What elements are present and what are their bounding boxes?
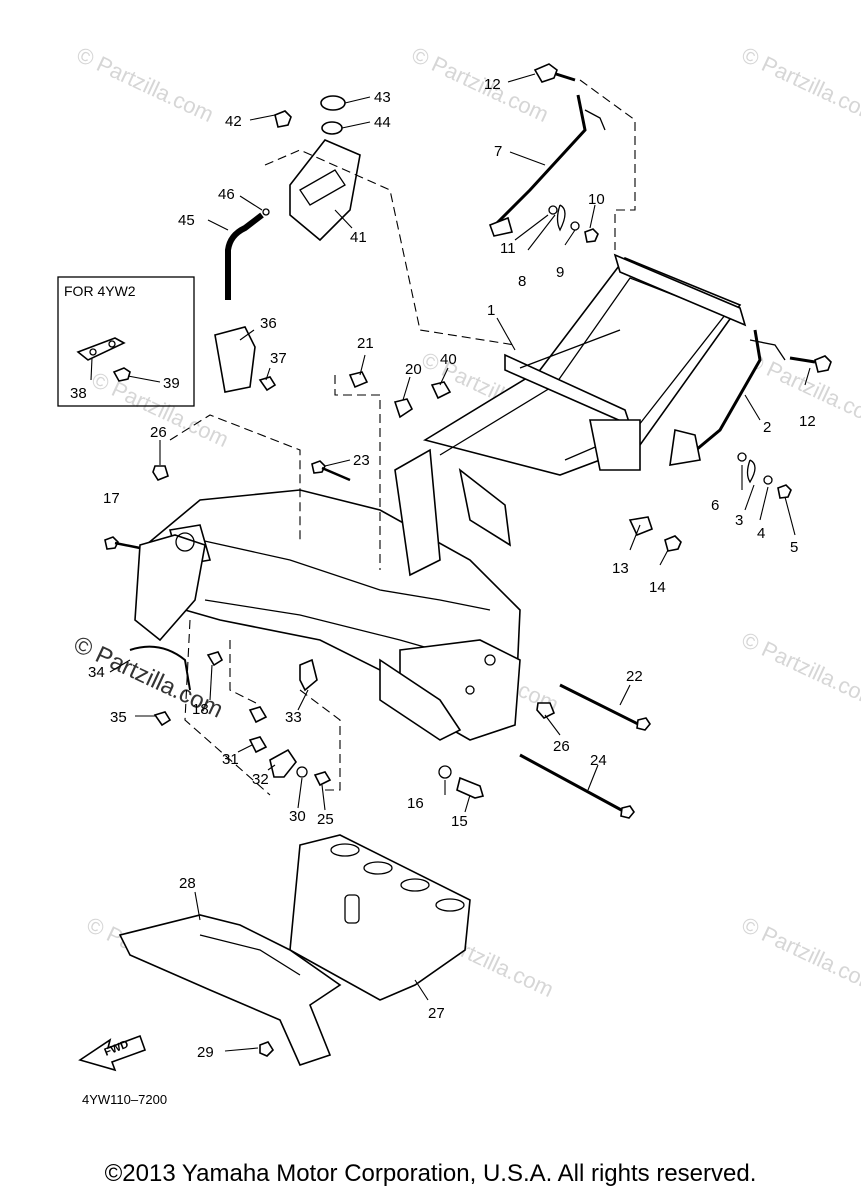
callout-18: 18 (192, 701, 209, 718)
callout-26a: 26 (150, 424, 167, 441)
callout-6: 6 (711, 497, 719, 514)
drawing-code: 4YW110–7200 (82, 1092, 167, 1107)
callout-32: 32 (252, 771, 269, 788)
callout-7: 7 (494, 143, 502, 160)
watermark-symbol: © (408, 42, 433, 72)
assembly-lines (169, 79, 636, 796)
callout-38: 38 (70, 385, 87, 402)
callout-15: 15 (451, 813, 468, 830)
callout-25: 25 (317, 811, 334, 828)
callout-42: 42 (225, 113, 242, 130)
watermark-symbol-dark: © (69, 631, 97, 663)
long-bolt-22 (559, 683, 641, 727)
stay-7 (490, 94, 587, 230)
bolt-39 (112, 367, 131, 382)
rear-stays (488, 94, 786, 466)
watermark-text: Partzilla.com (758, 921, 861, 997)
callout-12b: 12 (799, 413, 816, 430)
callout-24: 24 (590, 752, 607, 769)
callout-45: 45 (178, 212, 195, 229)
callout-27: 27 (428, 1005, 445, 1022)
callout-35: 35 (110, 709, 127, 726)
watermark-text: Partzilla.com (758, 636, 861, 712)
callout-41: 41 (350, 229, 367, 246)
callout-31: 31 (222, 751, 239, 768)
callout-11: 11 (500, 240, 516, 257)
leader-lines (90, 73, 811, 1052)
callout-28: 28 (179, 875, 196, 892)
callout-33: 33 (285, 709, 302, 726)
watermark-symbol: © (738, 912, 763, 942)
watermark-text: Partzilla.com (93, 51, 218, 127)
watermark-text: Partzilla.com (758, 51, 861, 127)
reservoir-41 (225, 95, 361, 300)
watermark-symbol: © (738, 627, 763, 657)
callout-5: 5 (790, 539, 798, 556)
callout-17: 17 (103, 490, 120, 507)
callout-40: 40 (440, 351, 457, 368)
copyright-notice: ©2013 Yamaha Motor Corporation, U.S.A. A… (104, 1160, 757, 1187)
callout-4: 4 (757, 525, 765, 542)
callout-21: 21 (357, 335, 374, 352)
callout-30: 30 (289, 808, 306, 825)
fwd-arrow-icon: FWD (78, 1034, 147, 1072)
callout-13: 13 (612, 560, 629, 577)
callout-23: 23 (353, 452, 370, 469)
main-frame (134, 253, 747, 741)
variant-label: FOR 4YW2 (64, 283, 136, 299)
callout-39: 39 (163, 375, 180, 392)
callout-29: 29 (197, 1044, 214, 1061)
callout-36: 36 (260, 315, 277, 332)
plate-38 (76, 337, 126, 361)
callout-3: 3 (735, 512, 743, 529)
callout-10: 10 (588, 191, 605, 208)
callout-22: 22 (626, 668, 643, 685)
callout-37: 37 (270, 350, 287, 367)
callout-16: 16 (407, 795, 424, 812)
long-bolt-24 (519, 753, 626, 814)
callout-2: 2 (763, 419, 771, 436)
callout-8: 8 (518, 273, 526, 290)
stay-2 (689, 329, 762, 457)
watermark-symbol: © (83, 912, 108, 942)
hardware (104, 63, 832, 819)
callout-9: 9 (556, 264, 564, 281)
lower-guard (118, 834, 471, 1066)
callout-43: 43 (374, 89, 391, 106)
callout-12a: 12 (484, 76, 501, 93)
callout-46: 46 (218, 186, 235, 203)
callout-26b: 26 (553, 738, 570, 755)
callout-34: 34 (88, 664, 105, 681)
callout-20: 20 (405, 361, 422, 378)
callouts: 1 2 3 4 5 6 7 8 9 10 11 12 12 13 14 15 1… (70, 76, 816, 1061)
watermark-symbol: © (738, 42, 763, 72)
variant-inset: FOR 4YW2 (57, 276, 195, 407)
callout-1: 1 (487, 302, 495, 319)
watermark-symbol: © (73, 42, 98, 72)
callout-14: 14 (649, 579, 666, 596)
callout-44: 44 (374, 114, 391, 131)
